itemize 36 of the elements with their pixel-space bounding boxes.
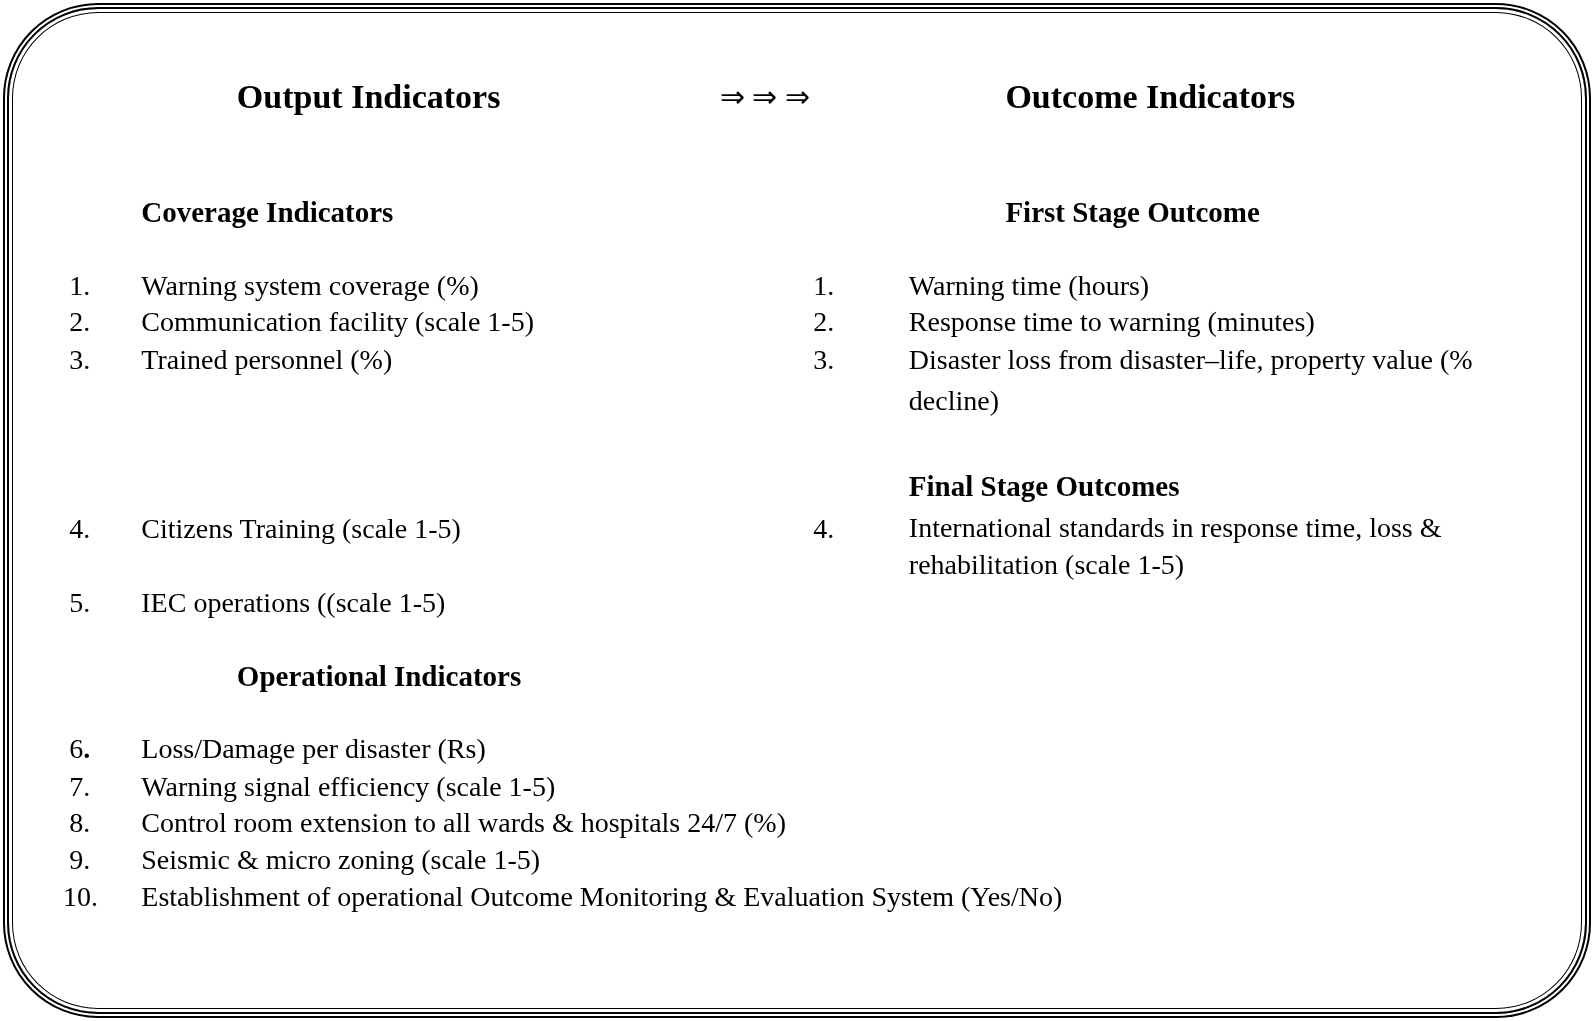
item-number: 4. [813, 511, 835, 546]
item-number: 1. [69, 268, 91, 303]
indicator-text: Warning signal efficiency (scale 1-5) [141, 769, 556, 804]
item-number: 9. [69, 843, 91, 878]
item-number: 3. [813, 342, 835, 377]
section-heading: Final Stage Outcomes [908, 468, 1180, 503]
section-heading: First Stage Outcome [1005, 195, 1260, 230]
rounded-frame [3, 3, 1591, 1018]
item-number: 7. [69, 769, 91, 804]
indicator-text: Response time to warning (minutes) [908, 305, 1315, 340]
indicator-text: Disaster loss from disaster–life, property value (% decline) [908, 343, 1474, 419]
indicator-text: International standards in response time, loss & rehabilitation (scale 1-5) [908, 511, 1443, 582]
indicator-text: Citizens Training (scale 1-5) [141, 511, 461, 546]
indicator-text: Trained personnel (%) [141, 342, 393, 377]
indicator-text: Warning time (hours) [908, 268, 1150, 303]
indicator-text: IEC operations ((scale 1-5) [141, 585, 446, 620]
indicator-text: Communication facility (scale 1-5) [141, 305, 534, 340]
item-number: 2. [813, 305, 835, 340]
item-number: 8. [69, 806, 91, 841]
column-heading: Outcome Indicators [1005, 79, 1296, 114]
item-number: 6. [69, 732, 91, 767]
item-number: 4. [69, 511, 91, 546]
indicator-text: Establishment of operational Outcome Monitoring & Evaluation System (Yes/No) [141, 879, 1063, 914]
item-number: 1. [813, 268, 835, 303]
section-heading: Operational Indicators [236, 659, 522, 694]
indicator-text: Warning system coverage (%) [141, 268, 479, 303]
indicator-text: Loss/Damage per disaster (Rs) [141, 732, 486, 767]
section-heading: Coverage Indicators [141, 195, 394, 230]
item-number: 10. [63, 879, 98, 914]
item-number: 5. [69, 585, 91, 620]
item-number: 3. [69, 342, 91, 377]
indicator-text: Seismic & micro zoning (scale 1-5) [141, 843, 541, 878]
flow-arrows: ⇒ ⇒ ⇒ [719, 79, 810, 114]
indicator-text: Control room extension to all wards & hospitals 24/7 (%) [141, 806, 786, 841]
item-number: 2. [69, 305, 91, 340]
column-heading: Output Indicators [236, 79, 501, 114]
